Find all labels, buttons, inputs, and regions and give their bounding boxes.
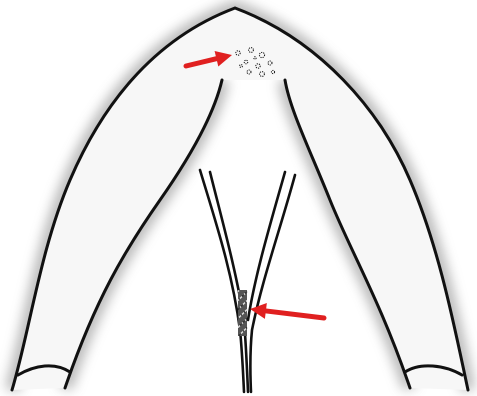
stipple-dot	[244, 302, 246, 304]
stipple-dot	[246, 309, 248, 311]
stipple-dot	[241, 296, 243, 298]
stippled-streak	[238, 290, 248, 336]
stipple-dot	[240, 315, 242, 317]
stipple-dot	[240, 333, 242, 335]
central-v-right-inner	[248, 172, 285, 320]
arrow-to-stippled-streak	[250, 303, 324, 319]
stipple-dot	[239, 325, 241, 327]
stipple-dot	[239, 307, 241, 309]
stipple-dot	[244, 320, 246, 322]
stipple-dot	[243, 312, 245, 314]
stipple-dot	[242, 331, 244, 333]
stipple-dot	[238, 317, 240, 319]
stipple-dot	[241, 323, 243, 325]
stipple-dot	[243, 294, 245, 296]
stipple-dot	[242, 304, 244, 306]
arrow-shaft	[266, 311, 324, 318]
stipple-dot	[245, 328, 247, 330]
central-v-right-outer	[250, 175, 295, 392]
stipple-dot	[246, 291, 248, 293]
stipple-dot	[238, 299, 240, 301]
stipple-dot	[238, 290, 240, 292]
